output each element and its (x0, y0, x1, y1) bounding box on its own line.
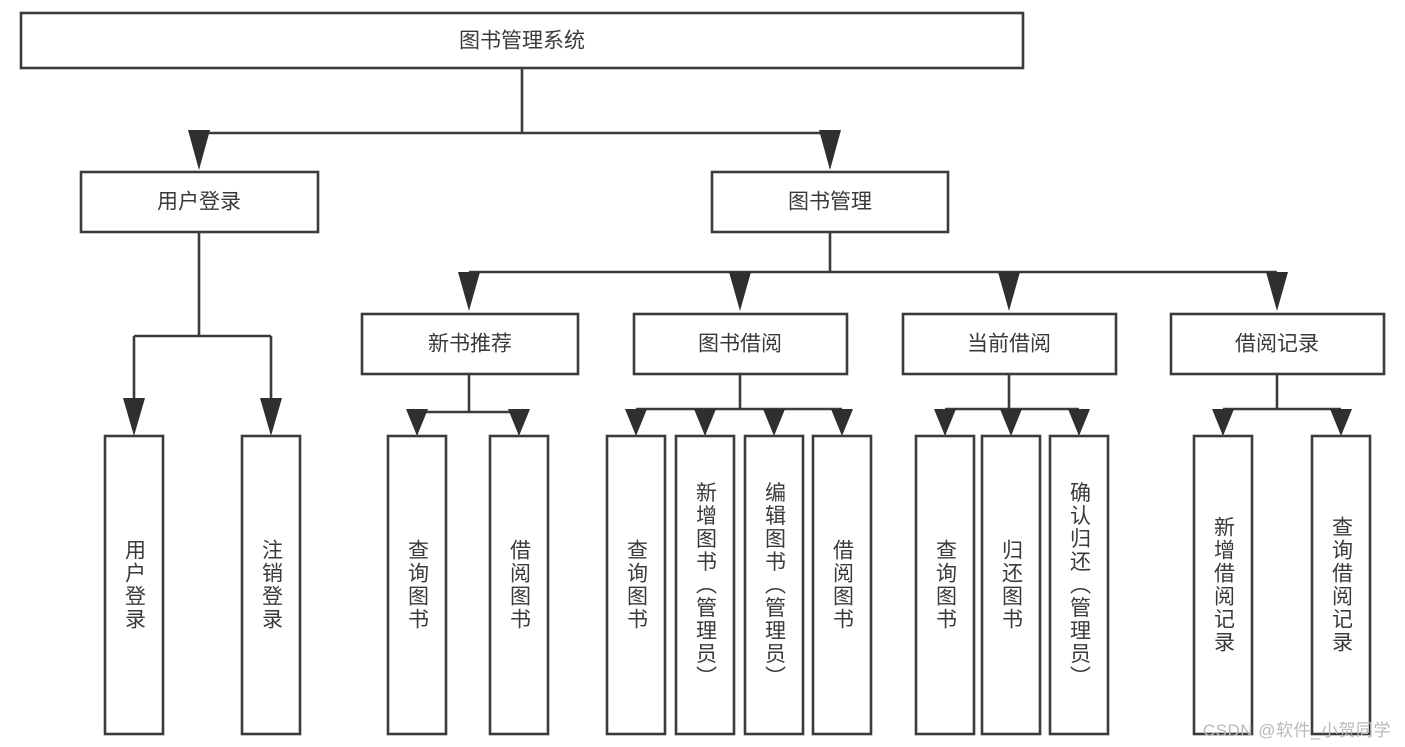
arrow-icon-to-leaf-query-record (1330, 409, 1352, 436)
node-leaf-query-book-1-box[interactable] (386, 434, 448, 736)
node-borrow-record-box[interactable] (1169, 312, 1386, 376)
arrow-icon-to-book-manage (819, 130, 841, 170)
arrow-icon-to-leaf-borrow-book-1 (508, 409, 530, 436)
node-leaf-query-book-1-label: 查询图书 (406, 539, 430, 631)
node-leaf-return-book-box[interactable] (980, 434, 1042, 736)
arrow-icon-to-user-login (188, 130, 210, 170)
node-new-book-rec-label: 新书推荐 (428, 333, 512, 356)
arrow-icon-to-new-book-rec (458, 272, 480, 311)
node-leaf-query-book-1[interactable]: 查询图书 (386, 434, 448, 736)
node-leaf-edit-book-label: 编辑图书（管理员） (763, 482, 787, 689)
node-leaf-edit-book-box[interactable] (743, 434, 805, 736)
arrowhead-layer (123, 130, 1352, 436)
node-leaf-user-login[interactable]: 用户登录 (103, 434, 165, 736)
node-leaf-add-record[interactable]: 新增借阅记录 (1192, 434, 1254, 736)
arrow-icon-to-leaf-user-login (123, 398, 145, 436)
node-leaf-borrow-book-1-label: 借阅图书 (508, 539, 532, 631)
node-current-borrow-label: 当前借阅 (967, 333, 1051, 356)
node-leaf-query-record[interactable]: 查询借阅记录 (1310, 434, 1372, 736)
arrow-icon-to-leaf-return-book (1000, 409, 1022, 436)
node-new-book-rec[interactable]: 新书推荐 (360, 312, 580, 376)
node-leaf-confirm-return[interactable]: 确认归还（管理员） (1048, 434, 1110, 736)
node-leaf-borrow-book-1-box[interactable] (488, 434, 550, 736)
node-borrow-record[interactable]: 借阅记录 (1169, 312, 1386, 376)
node-leaf-add-book-box[interactable] (674, 434, 736, 736)
arrow-icon-to-leaf-borrow-book-2 (831, 409, 853, 436)
node-root-box[interactable] (19, 11, 1025, 70)
node-borrow-record-label: 借阅记录 (1235, 333, 1319, 356)
node-leaf-query-record-box[interactable] (1310, 434, 1372, 736)
node-leaf-add-book[interactable]: 新增图书（管理员） (674, 434, 736, 736)
node-leaf-return-book-label: 归还图书 (1000, 539, 1024, 631)
node-leaf-user-login-label: 用户登录 (123, 539, 147, 631)
node-book-manage[interactable]: 图书管理 (710, 170, 950, 234)
arrow-icon-to-current-borrow (998, 272, 1020, 311)
arrow-icon-to-book-borrow (729, 272, 751, 311)
node-leaf-logout-label: 注销登录 (260, 539, 284, 631)
arrow-icon-to-leaf-confirm-return (1068, 409, 1090, 436)
node-book-borrow-box[interactable] (632, 312, 849, 376)
node-leaf-add-book-label: 新增图书（管理员） (694, 482, 718, 689)
node-book-borrow-label: 图书借阅 (698, 333, 782, 356)
arrow-icon-to-borrow-record (1266, 272, 1288, 311)
node-leaf-confirm-return-label: 确认归还（管理员） (1068, 482, 1092, 689)
node-current-borrow-box[interactable] (901, 312, 1118, 376)
node-leaf-logout-box[interactable] (240, 434, 302, 736)
node-book-borrow[interactable]: 图书借阅 (632, 312, 849, 376)
node-user-login[interactable]: 用户登录 (79, 170, 320, 234)
arrow-icon-to-leaf-query-book-2 (625, 409, 647, 436)
node-leaf-add-record-label: 新增借阅记录 (1212, 516, 1236, 654)
arrow-icon-to-leaf-add-record (1212, 409, 1234, 436)
node-leaf-query-book-2-label: 查询图书 (625, 539, 649, 631)
node-leaf-borrow-book-2-box[interactable] (811, 434, 873, 736)
node-user-login-label: 用户登录 (157, 191, 241, 214)
node-leaf-confirm-return-box[interactable] (1048, 434, 1110, 736)
node-current-borrow[interactable]: 当前借阅 (901, 312, 1118, 376)
node-new-book-rec-box[interactable] (360, 312, 580, 376)
node-leaf-edit-book[interactable]: 编辑图书（管理员） (743, 434, 805, 736)
node-book-manage-label: 图书管理 (788, 191, 872, 214)
node-leaf-borrow-book-2[interactable]: 借阅图书 (811, 434, 873, 736)
node-leaf-user-login-box[interactable] (103, 434, 165, 736)
node-root-label: 图书管理系统 (459, 30, 585, 53)
node-leaf-query-book-2-box[interactable] (605, 434, 667, 736)
node-root[interactable]: 图书管理系统 (19, 11, 1025, 70)
arrow-icon-to-leaf-query-book-3 (934, 409, 956, 436)
arrow-icon-to-leaf-query-book-1 (406, 409, 428, 436)
node-leaf-query-book-3[interactable]: 查询图书 (914, 434, 976, 736)
node-leaf-borrow-book-1[interactable]: 借阅图书 (488, 434, 550, 736)
arrow-icon-to-leaf-logout (260, 398, 282, 436)
node-leaf-logout[interactable]: 注销登录 (240, 434, 302, 736)
node-leaf-query-book-3-box[interactable] (914, 434, 976, 736)
node-user-login-box[interactable] (79, 170, 320, 234)
node-leaf-borrow-book-2-label: 借阅图书 (831, 539, 855, 631)
node-leaf-query-record-label: 查询借阅记录 (1330, 516, 1354, 654)
node-leaf-query-book-3-label: 查询图书 (934, 539, 958, 631)
node-leaf-return-book[interactable]: 归还图书 (980, 434, 1042, 736)
node-book-manage-box[interactable] (710, 170, 950, 234)
node-leaf-query-book-2[interactable]: 查询图书 (605, 434, 667, 736)
node-leaf-add-record-box[interactable] (1192, 434, 1254, 736)
arrow-icon-to-leaf-edit-book (763, 409, 785, 436)
csdn-watermark: CSDN @软件_小贺同学 (1202, 721, 1391, 740)
arrow-icon-to-leaf-add-book (694, 409, 716, 436)
